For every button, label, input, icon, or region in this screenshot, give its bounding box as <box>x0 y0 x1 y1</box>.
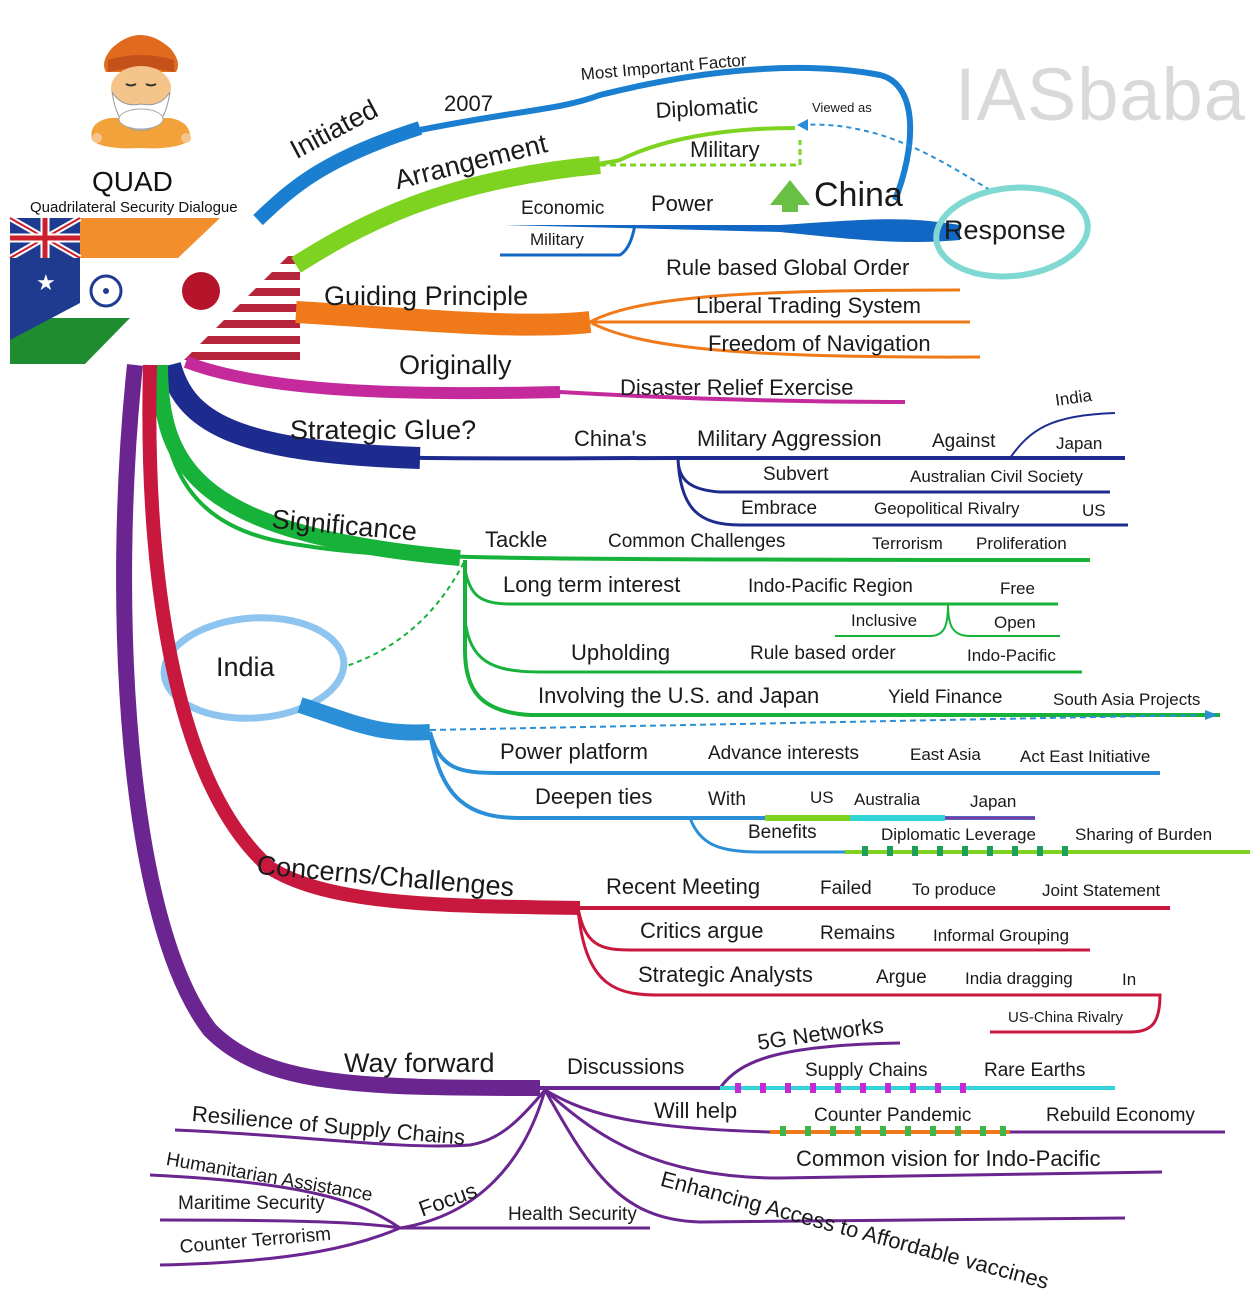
quad-title: QUAD <box>92 166 173 197</box>
node-way-forward: Way forward <box>344 1048 495 1078</box>
node-freedom-navigation: Freedom of Navigation <box>708 331 931 356</box>
quad-flags-icon: ★ <box>8 215 300 364</box>
node-subvert: Subvert <box>763 464 829 485</box>
node-discussions: Discussions <box>567 1054 685 1079</box>
node-year: 2007 <box>444 91 493 116</box>
node-power-platform: Power platform <box>500 739 648 764</box>
node-military: Military <box>690 137 760 162</box>
node-us-china-rivalry: US-China Rivalry <box>1008 1009 1124 1026</box>
node-with: With <box>708 789 746 810</box>
node-china: China <box>814 176 903 214</box>
node-australian-civil: Australian Civil Society <box>910 467 1083 486</box>
node-in: In <box>1122 970 1137 989</box>
node-east-asia: East Asia <box>910 745 981 764</box>
node-remains: Remains <box>820 923 895 944</box>
node-disaster-relief: Disaster Relief Exercise <box>620 375 854 400</box>
node-terrorism: Terrorism <box>872 534 943 553</box>
node-diplomatic: Diplomatic <box>654 92 759 123</box>
watermark: IASbaba <box>955 53 1246 136</box>
node-military-aggression: Military Aggression <box>697 426 882 451</box>
node-informal-grouping: Informal Grouping <box>933 926 1070 945</box>
node-benefits: Benefits <box>748 822 817 843</box>
node-deepen-ties: Deepen ties <box>535 784 653 809</box>
node-proliferation: Proliferation <box>976 534 1067 553</box>
node-counter-pandemic: Counter Pandemic <box>814 1105 972 1126</box>
node-chinas: China's <box>574 426 647 451</box>
node-japan-2: Japan <box>970 792 1017 811</box>
node-free: Free <box>1000 579 1035 598</box>
node-response: Response <box>944 215 1066 245</box>
node-india: India <box>216 652 275 682</box>
node-joint-statement: Joint Statement <box>1042 881 1161 900</box>
node-liberal-trading: Liberal Trading System <box>696 293 921 318</box>
node-geopolitical-rivalry: Geopolitical Rivalry <box>874 499 1020 518</box>
node-guiding-principle: Guiding Principle <box>324 281 529 311</box>
node-military-2: Military <box>530 230 584 249</box>
node-originally: Originally <box>399 350 512 380</box>
node-health-security: Health Security <box>508 1204 637 1225</box>
node-open: Open <box>994 613 1036 632</box>
node-supply-chains: Supply Chains <box>805 1060 928 1081</box>
node-inclusive: Inclusive <box>851 611 918 630</box>
node-strategic-analysts: Strategic Analysts <box>638 962 813 987</box>
node-long-term: Long term interest <box>503 572 681 597</box>
node-common-vision: Common vision for Indo-Pacific <box>796 1146 1101 1171</box>
node-upholding: Upholding <box>571 640 671 665</box>
node-sharing-burden: Sharing of Burden <box>1075 825 1213 844</box>
node-indo-pacific-region: Indo-Pacific Region <box>748 576 913 597</box>
node-rare-earths: Rare Earths <box>984 1060 1086 1081</box>
node-rebuild-economy: Rebuild Economy <box>1046 1105 1195 1126</box>
node-rule-global: Rule based Global Order <box>666 255 910 280</box>
node-involving: Involving the U.S. and Japan <box>538 683 820 708</box>
svg-text:★: ★ <box>36 271 56 296</box>
node-india-dragging: India dragging <box>965 969 1073 988</box>
node-diplomatic-leverage: Diplomatic Leverage <box>881 825 1036 844</box>
quad-subtitle: Quadrilateral Security Dialogue <box>30 199 238 216</box>
node-act-east: Act East Initiative <box>1020 747 1151 766</box>
node-us-small: US <box>1082 501 1106 520</box>
node-argue: Argue <box>876 967 927 988</box>
node-power: Power <box>651 191 714 216</box>
node-to-produce: To produce <box>912 880 997 899</box>
node-maritime-security: Maritime Security <box>178 1193 325 1214</box>
node-strategic-glue: Strategic Glue? <box>290 415 477 445</box>
node-us-2: US <box>810 788 834 807</box>
node-rule-based-order: Rule based order <box>750 643 896 664</box>
node-indo-pacific: Indo-Pacific <box>967 646 1056 665</box>
node-viewed-as: Viewed as <box>812 100 872 115</box>
node-india-small: India <box>1053 385 1094 410</box>
node-advance-interests: Advance interests <box>708 743 860 764</box>
node-will-help: Will help <box>654 1098 738 1123</box>
node-japan-small: Japan <box>1056 434 1103 453</box>
node-economic: Economic <box>521 198 605 219</box>
node-failed: Failed <box>820 878 872 899</box>
node-recent-meeting: Recent Meeting <box>606 874 761 899</box>
node-yield-finance: Yield Finance <box>888 687 1003 708</box>
node-critics-argue: Critics argue <box>640 918 764 943</box>
node-embrace: Embrace <box>741 498 818 519</box>
sage-mascot-icon <box>91 35 191 149</box>
node-common-challenges: Common Challenges <box>608 531 786 552</box>
node-against: Against <box>932 431 996 452</box>
node-tackle: Tackle <box>485 527 548 552</box>
node-south-asia: South Asia Projects <box>1053 690 1201 709</box>
node-australia: Australia <box>854 790 921 809</box>
